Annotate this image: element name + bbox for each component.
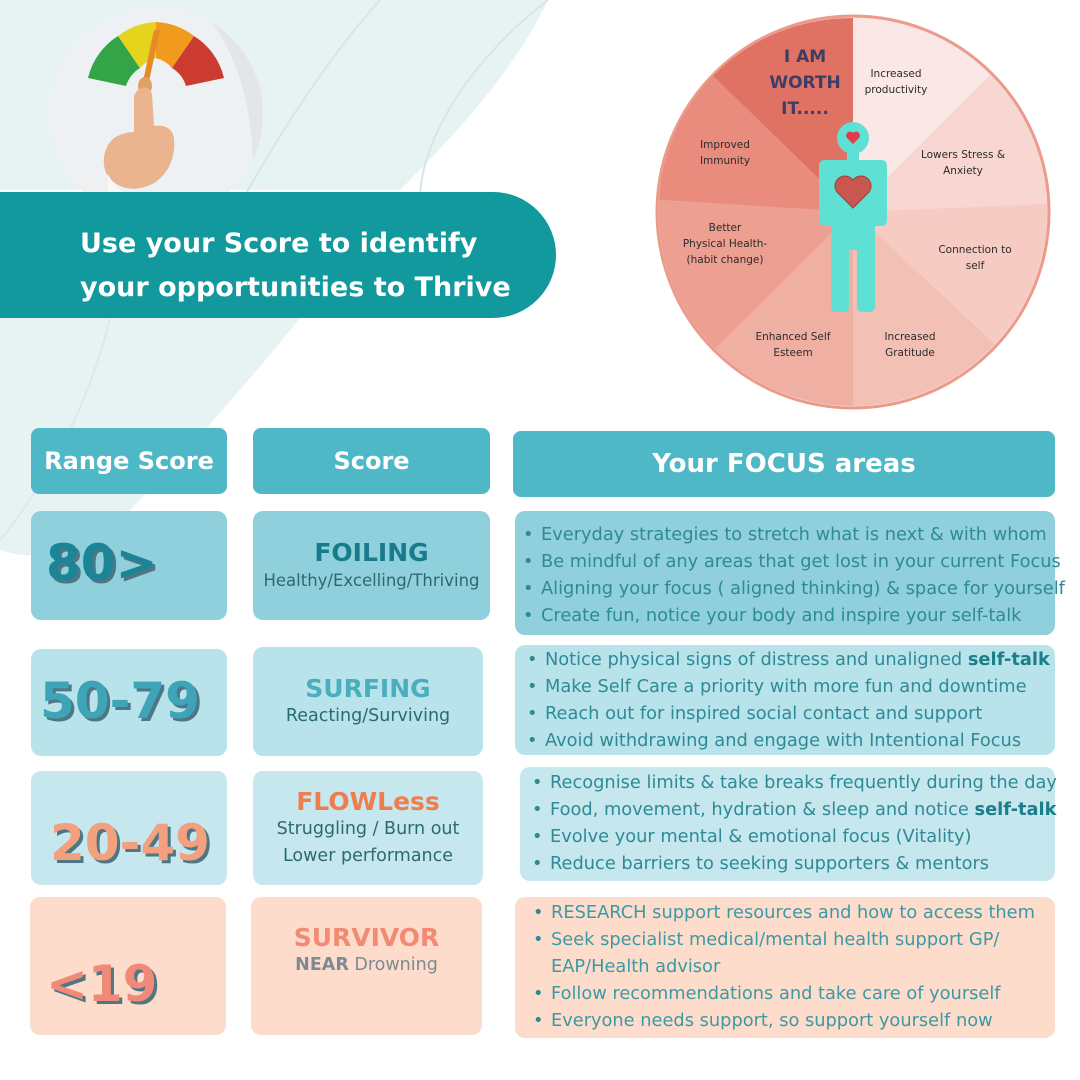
- chest-heart-icon: [834, 175, 872, 209]
- wheel-label-stress-2: Anxiety: [943, 165, 983, 177]
- score-sub-flowless-1: Struggling / Burn out: [276, 818, 460, 839]
- hero-title-line-1: Use your Score to identify: [80, 228, 478, 259]
- benefits-wheel: I AM WORTH IT..... Increased productivit…: [655, 14, 1051, 410]
- focus-item: Everyday strategies to stretch what is n…: [523, 521, 1055, 548]
- wheel-center-line-1: I AM: [784, 47, 826, 67]
- focus-cell-survivor: RESEARCH support resources and how to ac…: [515, 897, 1055, 1038]
- wheel-segment-esteem: [715, 212, 853, 407]
- focus-item: Aligning your focus ( aligned thinking) …: [523, 575, 1065, 602]
- score-cell-flowless: FLOWLess Struggling / Burn out Lower per…: [253, 771, 483, 885]
- focus-item: Recognise limits & take breaks frequentl…: [532, 769, 1057, 796]
- wheel-label-physical-2: Physical Health-: [683, 238, 768, 250]
- focus-item: Evolve your mental & emotional focus (Vi…: [532, 823, 1055, 850]
- wheel-label-gratitude-2: Gratitude: [885, 347, 935, 359]
- wheel-segment-physical: [658, 200, 853, 349]
- wheel-segment-immunity: [659, 76, 853, 212]
- focus-item: RESEARCH support resources and how to ac…: [533, 899, 1055, 926]
- score-name-surfing: SURFING: [305, 673, 431, 703]
- hero-title-line-2: your opportunities to Thrive: [80, 272, 511, 303]
- wheel-segment-stress: [853, 75, 1047, 212]
- score-name-foiling: FOILING: [314, 537, 429, 567]
- focus-item: Seek specialist medical/mental health su…: [533, 926, 1055, 953]
- hero-title: Use your Score to identify your opportun…: [80, 222, 540, 310]
- score-sub-foiling: Healthy/Excelling/Thriving: [263, 570, 480, 590]
- focus-item: Notice physical signs of distress and un…: [527, 646, 1055, 673]
- range-cell-surfing: [31, 649, 227, 756]
- wheel-center-line-3: IT.....: [781, 99, 829, 119]
- head-heart-icon: [846, 131, 860, 144]
- wheel-label-stress-1: Lowers Stress &: [921, 149, 1005, 161]
- score-name-flowless: FLOWLess: [296, 786, 440, 816]
- range-cell-foiling: [31, 511, 227, 620]
- wheel-segment-gratitude: [853, 212, 995, 406]
- wheel-segment-connection: [853, 204, 1048, 344]
- range-cell-flowless: [31, 771, 227, 885]
- wheel-label-esteem-1: Enhanced Self: [755, 331, 830, 343]
- wheel-label-productivity-2: productivity: [865, 84, 928, 96]
- focus-item: Create fun, notice your body and inspire…: [523, 602, 1055, 629]
- wheel-label-connection-1: Connection to: [938, 244, 1011, 256]
- range-value-surfing: 50-79: [40, 672, 200, 730]
- focus-item: Make Self Care a priority with more fun …: [527, 673, 1055, 700]
- header-focus-areas: Your FOCUS areas: [513, 431, 1055, 497]
- focus-item: Be mindful of any areas that get lost in…: [523, 548, 1061, 575]
- wheel-label-gratitude-1: Increased: [884, 331, 935, 343]
- hero-banner: [0, 192, 556, 318]
- wheel-label-immunity-1: Improved: [700, 139, 750, 151]
- focus-cell-surfing: Notice physical signs of distress and un…: [515, 645, 1055, 755]
- score-sub-survivor: NEAR Drowning: [295, 955, 438, 975]
- wheel-center-line-2: WORTH: [769, 73, 840, 93]
- score-sub-surfing: Reacting/Surviving: [285, 705, 451, 726]
- range-value-foiling: 80>: [46, 534, 158, 592]
- wheel-segment-productivity: [853, 18, 990, 212]
- score-sub-flowless-2: Lower performance: [282, 845, 454, 866]
- range-value-flowless: 20-49: [50, 814, 210, 872]
- score-name-survivor: SURVIVOR: [293, 923, 440, 952]
- wheel-segment-worth: [713, 17, 853, 213]
- focus-item: Follow recommendations and take care of …: [533, 980, 1055, 1007]
- wheel-label-esteem-2: Esteem: [773, 347, 812, 359]
- wheel-label-physical-1: Better: [709, 222, 742, 234]
- range-value-survivor: <19: [46, 955, 158, 1013]
- wheel-label-immunity-2: Immunity: [700, 155, 750, 167]
- focus-item: Food, movement, hydration & sleep and no…: [532, 796, 1056, 823]
- focus-cell-flowless: Recognise limits & take breaks frequentl…: [520, 767, 1057, 881]
- focus-item: Reach out for inspired social contact an…: [527, 700, 1055, 727]
- wheel-label-connection-2: self: [966, 260, 985, 272]
- focus-item: Avoid withdrawing and engage with Intent…: [527, 727, 1055, 754]
- focus-item: Reduce barriers to seeking supporters & …: [532, 850, 1055, 877]
- score-cell-foiling: FOILING Healthy/Excelling/Thriving: [253, 511, 490, 620]
- header-score: Score: [253, 428, 490, 494]
- focus-item-continuation: EAP/Health advisor: [551, 956, 721, 977]
- wheel-label-productivity-1: Increased: [870, 68, 921, 80]
- focus-item: Everyone needs support, so support yours…: [533, 1007, 1055, 1034]
- gauge-hand-photo: [49, 7, 263, 221]
- score-cell-survivor: SURVIVOR NEAR Drowning: [251, 897, 482, 1035]
- score-cell-surfing: SURFING Reacting/Surviving: [253, 647, 483, 756]
- wheel-label-physical-3: (habit change): [687, 254, 764, 266]
- header-range-score: Range Score: [31, 428, 227, 494]
- range-cell-survivor: [30, 897, 226, 1035]
- focus-cell-foiling: Everyday strategies to stretch what is n…: [515, 511, 1065, 635]
